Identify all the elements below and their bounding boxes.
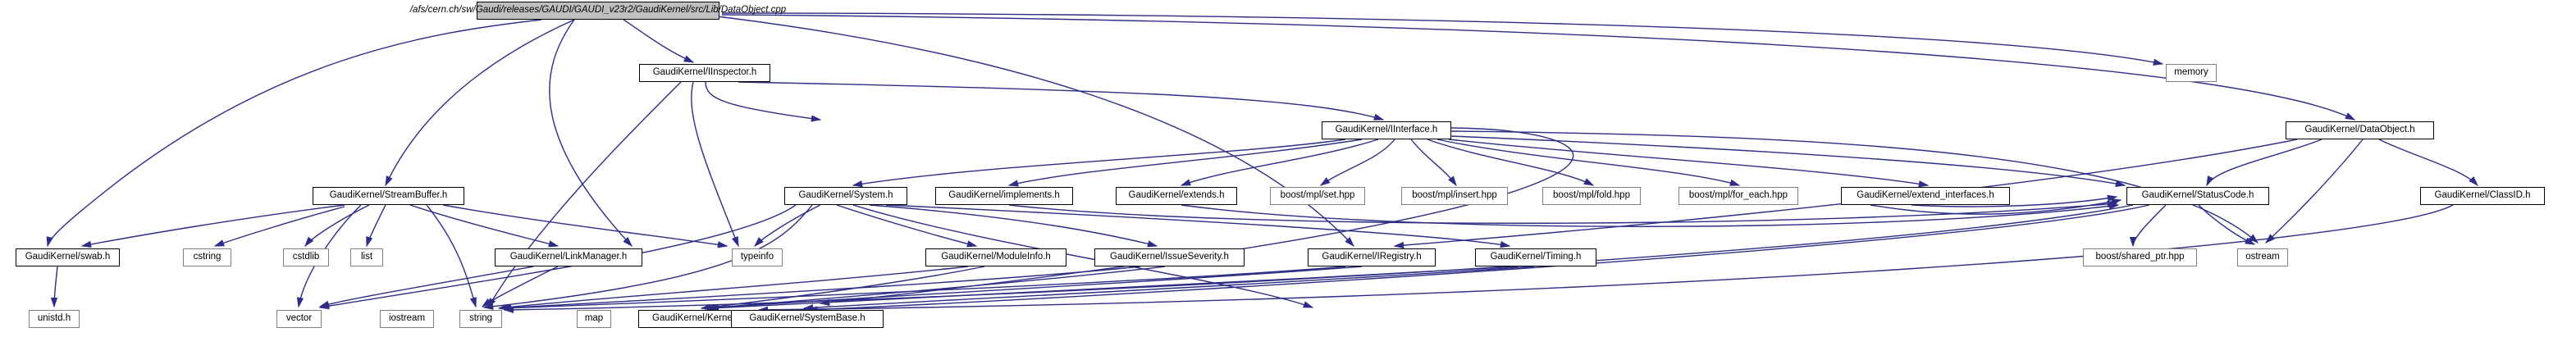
graph-node-cstdlib[interactable]: cstdlib xyxy=(283,248,329,266)
graph-node-classid[interactable]: GaudiKernel/ClassID.h xyxy=(2420,187,2545,205)
node-label: GaudiKernel/IInterface.h xyxy=(1335,125,1438,135)
node-label: unistd.h xyxy=(37,313,71,324)
node-label: GaudiKernel/LinkManager.h xyxy=(509,252,628,262)
node-label: GaudiKernel/SystemBase.h xyxy=(749,313,866,324)
node-label: GaudiKernel/extend_interfaces.h xyxy=(1857,190,1994,201)
node-label: GaudiKernel/DataObject.h xyxy=(2304,125,2415,135)
node-label: boost/mpl/for_each.hpp xyxy=(1688,190,1788,201)
node-label: typeinfo xyxy=(740,252,774,262)
graph-node-iostream[interactable]: iostream xyxy=(380,310,434,328)
node-label: list xyxy=(360,252,373,262)
graph-node-boost-mpl-for-each[interactable]: boost/mpl/for_each.hpp xyxy=(1679,187,1798,205)
graph-node-extends[interactable]: GaudiKernel/extends.h xyxy=(1116,187,1237,205)
graph-node-timing[interactable]: GaudiKernel/Timing.h xyxy=(1475,248,1596,266)
graph-node-swab[interactable]: GaudiKernel/swab.h xyxy=(16,248,120,266)
node-label: ostream xyxy=(2245,252,2280,262)
node-label: cstdlib xyxy=(292,252,320,262)
graph-node-iregistry[interactable]: GaudiKernel/IRegistry.h xyxy=(1308,248,1436,266)
node-label: boost/mpl/fold.hpp xyxy=(1553,190,1630,201)
node-label: map xyxy=(584,313,604,324)
node-label: boost/mpl/set.hpp xyxy=(1280,190,1355,201)
graph-node-cstring[interactable]: cstring xyxy=(183,248,231,266)
node-label: boost/mpl/insert.hpp xyxy=(1412,190,1497,201)
graph-node-statuscode[interactable]: GaudiKernel/StatusCode.h xyxy=(2126,187,2269,205)
graph-node-linkmanager[interactable]: GaudiKernel/LinkManager.h xyxy=(495,248,642,266)
node-label: boost/shared_ptr.hpp xyxy=(2095,252,2185,262)
graph-node-map[interactable]: map xyxy=(577,310,611,328)
graph-node-issueseverity[interactable]: GaudiKernel/IssueSeverity.h xyxy=(1094,248,1245,266)
graph-node-streambuffer[interactable]: GaudiKernel/StreamBuffer.h xyxy=(313,187,464,205)
graph-node-typeinfo[interactable]: typeinfo xyxy=(732,248,783,266)
node-label: GaudiKernel/ClassID.h xyxy=(2434,190,2531,201)
node-label: string xyxy=(468,313,493,324)
graph-node-dataobject[interactable]: GaudiKernel/DataObject.h xyxy=(2286,121,2434,139)
graph-node-extend-interfaces[interactable]: GaudiKernel/extend_interfaces.h xyxy=(1841,187,2010,205)
node-label: GaudiKernel/ModuleInfo.h xyxy=(941,252,1051,262)
graph-node-systembase[interactable]: GaudiKernel/SystemBase.h xyxy=(731,310,884,328)
graph-node-vector[interactable]: vector xyxy=(276,310,322,328)
node-label: GaudiKernel/extends.h xyxy=(1128,190,1225,201)
graph-node-string[interactable]: string xyxy=(459,310,502,328)
graph-node-list[interactable]: list xyxy=(350,248,383,266)
graph-node-unistd[interactable]: unistd.h xyxy=(29,310,80,328)
graph-node-iinspector[interactable]: GaudiKernel/IInspector.h xyxy=(639,64,770,82)
node-label: GaudiKernel/StatusCode.h xyxy=(2141,190,2254,201)
graph-node-moduleinfo[interactable]: GaudiKernel/ModuleInfo.h xyxy=(925,248,1066,266)
node-label: vector xyxy=(285,313,313,324)
node-label: memory xyxy=(2174,67,2208,78)
graph-node-boost-mpl-set[interactable]: boost/mpl/set.hpp xyxy=(1270,187,1365,205)
node-label: GaudiKernel/StreamBuffer.h xyxy=(329,190,448,201)
graph-node-boost-mpl-insert[interactable]: boost/mpl/insert.hpp xyxy=(1401,187,1508,205)
graph-node-memory[interactable]: memory xyxy=(2166,64,2217,82)
node-label: GaudiKernel/implements.h xyxy=(948,190,1060,201)
node-label: GaudiKernel/IssueSeverity.h xyxy=(1110,252,1229,262)
node-label: GaudiKernel/Timing.h xyxy=(1490,252,1582,262)
node-label: GaudiKernel/IRegistry.h xyxy=(1322,252,1422,262)
graph-node-root[interactable]: /afs/cern.ch/sw/Gaudi/releases/GAUDI/GAU… xyxy=(410,2,786,20)
node-label: GaudiKernel/System.h xyxy=(798,190,893,201)
graph-node-implements[interactable]: GaudiKernel/implements.h xyxy=(935,187,1073,205)
graph-node-ostream[interactable]: ostream xyxy=(2237,248,2288,266)
node-label: GaudiKernel/IInspector.h xyxy=(652,67,757,78)
graph-node-iinterface[interactable]: GaudiKernel/IInterface.h xyxy=(1322,121,1451,139)
node-label: iostream xyxy=(388,313,426,324)
node-label: GaudiKernel/swab.h xyxy=(25,252,111,262)
graph-node-boost-shared-ptr[interactable]: boost/shared_ptr.hpp xyxy=(2083,248,2197,266)
graph-node-system[interactable]: GaudiKernel/System.h xyxy=(784,187,907,205)
node-label: cstring xyxy=(193,252,222,262)
graph-node-boost-mpl-fold[interactable]: boost/mpl/fold.hpp xyxy=(1542,187,1641,205)
